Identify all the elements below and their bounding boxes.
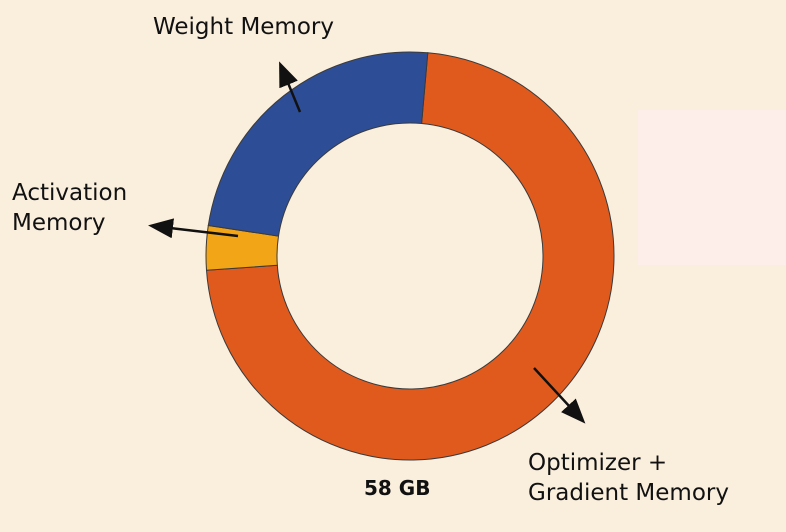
donut-slice-optimizer-gradient-memory	[205, 52, 615, 461]
label-activation-memory: Activation Memory	[12, 178, 127, 238]
arrow-optimizer-memory	[533, 367, 586, 424]
arrow-activation-memory	[148, 218, 239, 239]
donut-slice-weight-memory	[207, 51, 429, 237]
side-panel	[638, 110, 786, 265]
label-activation-memory-line-1: Activation	[12, 180, 128, 206]
label-activation-memory-line-2: Memory	[12, 210, 106, 236]
arrow-weight-memory	[279, 61, 302, 113]
label-arrows	[148, 61, 586, 424]
label-optimizer-line-2: Gradient Memory	[528, 480, 729, 506]
label-optimizer-gradient-memory: Optimizer + Gradient Memory	[528, 448, 729, 508]
label-weight-memory-line-1: Weight Memory	[153, 14, 334, 40]
label-optimizer-line-1: Optimizer +	[528, 450, 668, 476]
total-memory-label: 58 GB	[364, 476, 431, 500]
label-weight-memory: Weight Memory	[153, 12, 334, 42]
donut-slices	[205, 51, 615, 461]
